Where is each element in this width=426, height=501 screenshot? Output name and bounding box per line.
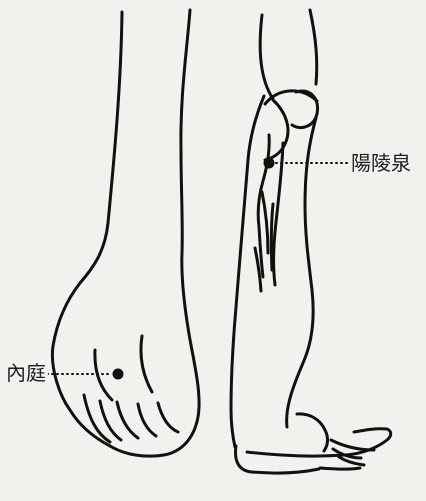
right-leg-drawing — [231, 10, 391, 473]
neiting-point-marker — [113, 369, 124, 380]
yanglingquan-label: 陽陵泉 — [349, 151, 413, 175]
left-foot-drawing — [52, 10, 199, 456]
neiting-label: 內庭 — [4, 361, 48, 385]
yanglingquan-point-marker — [264, 158, 275, 169]
